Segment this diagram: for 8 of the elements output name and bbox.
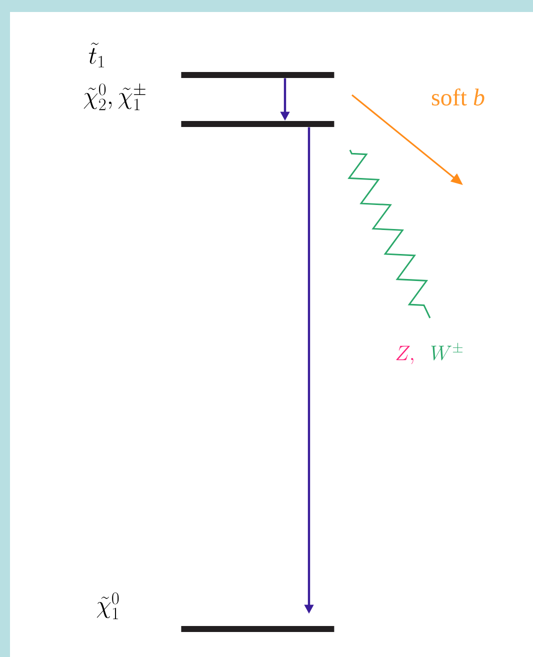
energy-level-bar	[181, 72, 334, 78]
particle-label: soft b	[432, 88, 484, 106]
particle-label: $Z,$	[396, 346, 414, 364]
level-label: $\tilde{\chi}^0_2, \tilde{\chi}^\pm_1$	[84, 83, 146, 110]
energy-level-bar	[181, 121, 334, 127]
particle-label: $W^{\pm}$	[431, 342, 463, 360]
level-label: $\tilde{\chi}^0_1$	[96, 592, 119, 620]
level-label: $\tilde{t}_1$	[88, 42, 104, 68]
